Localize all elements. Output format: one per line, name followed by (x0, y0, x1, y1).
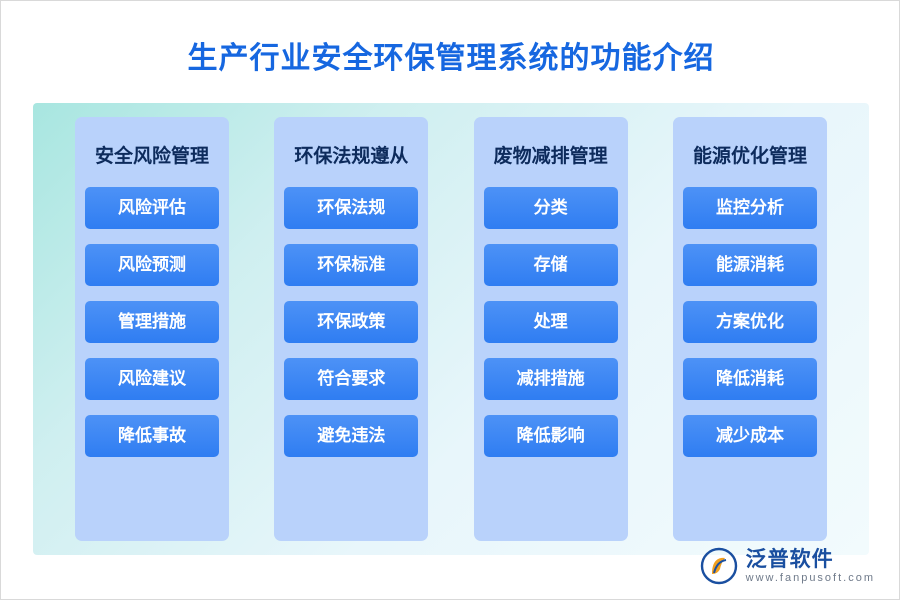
diagram-panel: 安全风险管理 风险评估 风险预测 管理措施 风险建议 降低事故 环保法规遵从 环… (33, 103, 869, 555)
brand-name-cn: 泛普软件 (745, 548, 834, 572)
page-title: 生产行业安全环保管理系统的功能介绍 (187, 42, 715, 75)
column-item[interactable]: 避免违法 (284, 415, 419, 457)
column-title: 废物减排管理 (493, 146, 608, 167)
column-item[interactable]: 环保政策 (284, 301, 419, 343)
column-item[interactable]: 环保法规 (284, 187, 419, 229)
column-item[interactable]: 存储 (483, 244, 618, 286)
column-item[interactable]: 方案优化 (682, 301, 817, 343)
column-item[interactable]: 风险评估 (85, 187, 219, 229)
column-item[interactable]: 管理措施 (85, 301, 219, 343)
column-item[interactable]: 降低影响 (483, 415, 618, 457)
column-title: 安全风险管理 (94, 146, 209, 167)
column-title: 能源优化管理 (692, 146, 807, 167)
column-item[interactable]: 风险预测 (85, 244, 219, 286)
column-title: 环保法规遵从 (294, 146, 409, 167)
column-item[interactable]: 降低消耗 (682, 358, 817, 400)
diagram-column-energy-optimization: 能源优化管理 监控分析 能源消耗 方案优化 降低消耗 减少成本 (672, 117, 827, 541)
brand-name-en: www.fanpusoft.com (745, 571, 875, 584)
column-item[interactable]: 符合要求 (284, 358, 419, 400)
diagram-column-waste-reduction: 废物减排管理 分类 存储 处理 减排措施 降低影响 (473, 117, 628, 541)
diagram-columns: 安全风险管理 风险评估 风险预测 管理措施 风险建议 降低事故 环保法规遵从 环… (33, 103, 869, 555)
brand-logo: 泛普软件 www.fanpusoft.com (700, 547, 875, 585)
column-item[interactable]: 分类 (483, 187, 618, 229)
column-item[interactable]: 能源消耗 (682, 244, 817, 286)
column-item[interactable]: 监控分析 (682, 187, 817, 229)
column-item[interactable]: 风险建议 (85, 358, 219, 400)
diagram-column-safety-risk: 安全风险管理 风险评估 风险预测 管理措施 风险建议 降低事故 (75, 117, 229, 541)
brand-text: 泛普软件 www.fanpusoft.com (746, 548, 875, 583)
diagram-column-env-compliance: 环保法规遵从 环保法规 环保标准 环保政策 符合要求 避免违法 (274, 117, 429, 541)
column-item[interactable]: 处理 (483, 301, 618, 343)
fanpu-logo-icon (700, 547, 738, 585)
column-item[interactable]: 环保标准 (284, 244, 419, 286)
column-item[interactable]: 减排措施 (483, 358, 618, 400)
column-item[interactable]: 降低事故 (85, 415, 219, 457)
column-item[interactable]: 减少成本 (682, 415, 817, 457)
